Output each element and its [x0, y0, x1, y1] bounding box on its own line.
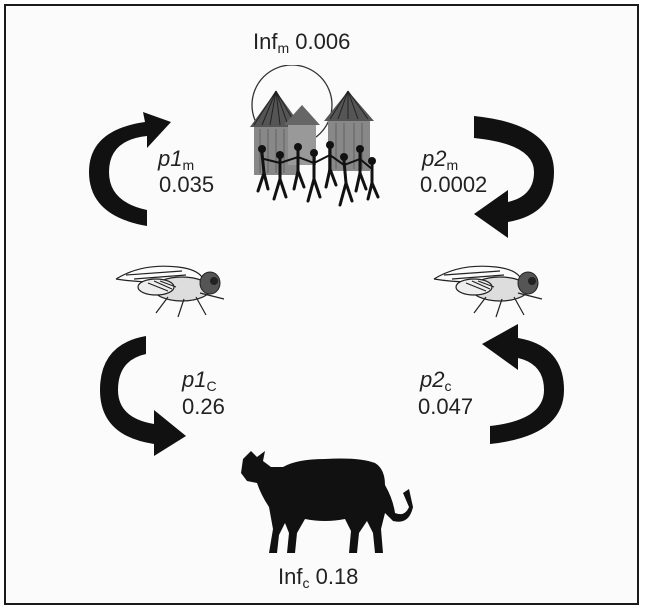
p1c-value: 0.26 [182, 394, 225, 419]
p1m-value: 0.035 [159, 172, 215, 197]
p2c-label: p2c [420, 367, 452, 394]
p1c-label: p1C [182, 367, 217, 394]
tsetse-fly-right-icon [433, 265, 543, 318]
tsetse-fly-left-icon [115, 265, 225, 318]
village-huts-people-icon [250, 65, 380, 207]
arrow-top-left-icon [89, 112, 171, 226]
p2m-value: 0.0002 [420, 172, 488, 197]
top-infection-label: Infm 0.006 [253, 29, 351, 56]
arrow-bottom-left-icon [100, 336, 186, 456]
p2m-label: p2m [422, 146, 459, 173]
arrow-top-right-icon [474, 116, 554, 238]
cow-icon [241, 451, 413, 553]
arrow-bottom-right-icon [482, 324, 564, 444]
p2c-value: 0.047 [418, 394, 474, 419]
p1m-label: p1m [158, 146, 195, 173]
bottom-infection-label: Infc 0.18 [278, 564, 359, 591]
